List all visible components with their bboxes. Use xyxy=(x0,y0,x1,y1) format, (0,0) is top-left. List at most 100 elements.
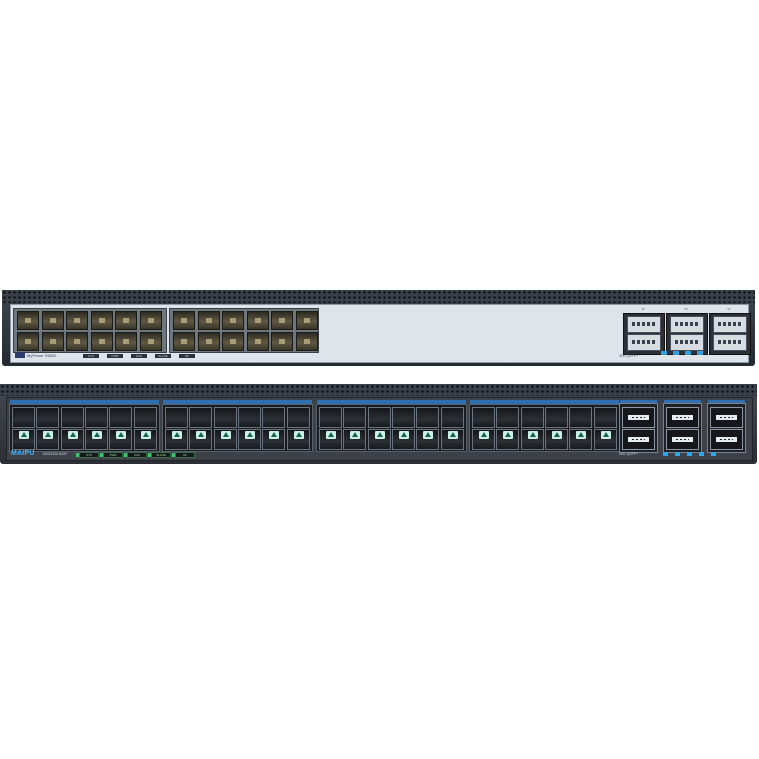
port-number-strip xyxy=(317,400,466,404)
sfp-port[interactable] xyxy=(197,331,220,351)
qsfp-port[interactable] xyxy=(666,313,708,355)
sfp-port[interactable] xyxy=(109,407,133,428)
sfp-port[interactable] xyxy=(569,407,593,428)
sfp-port[interactable] xyxy=(90,331,113,351)
sfp-port[interactable] xyxy=(593,428,617,450)
sfp-port[interactable] xyxy=(440,407,464,428)
sfp-port[interactable] xyxy=(496,428,520,450)
sfp-port[interactable] xyxy=(115,311,137,330)
qsfp-cage[interactable] xyxy=(710,429,743,450)
sfp-port[interactable] xyxy=(237,407,261,428)
sfp-port[interactable] xyxy=(139,311,162,330)
sfp-port[interactable] xyxy=(189,407,213,428)
port-arrow-icon xyxy=(91,430,102,439)
vent-grill xyxy=(0,384,757,396)
sfp-port[interactable] xyxy=(472,428,495,450)
sfp-port[interactable] xyxy=(213,407,237,428)
sfp-port[interactable] xyxy=(496,407,520,428)
qsfp-port[interactable] xyxy=(619,400,658,453)
sfp-port[interactable] xyxy=(262,407,286,428)
sfp-port[interactable] xyxy=(197,311,220,330)
sfp-port[interactable] xyxy=(189,428,213,450)
model-label: NSS3330-54XF xyxy=(43,452,68,456)
sfp-port[interactable] xyxy=(295,331,318,351)
sfp-port[interactable] xyxy=(544,407,568,428)
sfp-port[interactable] xyxy=(391,407,415,428)
qsfp-cage[interactable] xyxy=(670,316,704,333)
sfp-port[interactable] xyxy=(90,311,113,330)
qsfp-port[interactable] xyxy=(709,313,751,355)
sfp-port[interactable] xyxy=(41,311,64,330)
sfp-port[interactable] xyxy=(133,407,157,428)
sfp-port[interactable] xyxy=(343,407,367,428)
sfp-port[interactable] xyxy=(12,428,35,450)
sfp-port[interactable] xyxy=(391,428,415,450)
sfp-port[interactable] xyxy=(84,428,108,450)
sfp-port[interactable] xyxy=(60,407,84,428)
sfp-port[interactable] xyxy=(165,428,188,450)
sfp-port[interactable] xyxy=(262,428,286,450)
sfp-port[interactable] xyxy=(66,311,88,330)
sfp-port[interactable] xyxy=(12,407,35,428)
sfp-port[interactable] xyxy=(84,407,108,428)
sfp-port[interactable] xyxy=(416,428,440,450)
sfp-port[interactable] xyxy=(440,428,464,450)
sfp-port[interactable] xyxy=(36,407,60,428)
qsfp-cage[interactable] xyxy=(666,407,699,428)
port-arrow-icon xyxy=(269,430,280,439)
qsfp-cage[interactable] xyxy=(622,429,655,450)
port-arrow-icon xyxy=(398,430,409,439)
qsfp-port[interactable] xyxy=(707,400,746,453)
sfp-port[interactable] xyxy=(319,407,342,428)
sfp-port[interactable] xyxy=(593,407,617,428)
sfp-port[interactable] xyxy=(569,428,593,450)
sfp-port[interactable] xyxy=(60,428,84,450)
sfp-port[interactable] xyxy=(17,311,39,330)
sfp-port[interactable] xyxy=(173,331,195,351)
port-arrow-icon xyxy=(67,430,78,439)
brand-logo: MAIPU xyxy=(11,450,35,457)
qsfp-cage[interactable] xyxy=(713,334,747,351)
sfp-port[interactable] xyxy=(173,311,195,330)
sfp-port[interactable] xyxy=(271,331,293,351)
sfp-port[interactable] xyxy=(319,428,342,450)
qsfp-cage[interactable] xyxy=(666,429,699,450)
sfp-port[interactable] xyxy=(133,428,157,450)
sfp-port[interactable] xyxy=(544,428,568,450)
qsfp-cage[interactable] xyxy=(622,407,655,428)
sfp-port[interactable] xyxy=(286,428,310,450)
sfp-port[interactable] xyxy=(286,407,310,428)
sfp-port[interactable] xyxy=(520,407,544,428)
sfp-port[interactable] xyxy=(17,331,39,351)
qsfp-cage[interactable] xyxy=(627,316,661,333)
qsfp-cage[interactable] xyxy=(670,334,704,351)
sfp-port[interactable] xyxy=(246,331,269,351)
qsfp-cage[interactable] xyxy=(627,334,661,351)
sfp-port[interactable] xyxy=(213,428,237,450)
sfp-port[interactable] xyxy=(246,311,269,330)
sfp-port[interactable] xyxy=(109,428,133,450)
sfp-port[interactable] xyxy=(343,428,367,450)
sfp-port[interactable] xyxy=(222,331,244,351)
qsfp-port[interactable] xyxy=(663,400,702,453)
qsfp-cage[interactable] xyxy=(713,316,747,333)
sfp-port[interactable] xyxy=(271,311,293,330)
qsfp-port[interactable] xyxy=(623,313,665,355)
sfp-port[interactable] xyxy=(115,331,137,351)
port-arrow-icon xyxy=(326,430,336,439)
sfp-port[interactable] xyxy=(237,428,261,450)
qsfp-cage[interactable] xyxy=(710,407,743,428)
sfp-port[interactable] xyxy=(165,407,188,428)
sfp-port[interactable] xyxy=(41,331,64,351)
sfp-port[interactable] xyxy=(295,311,318,330)
sfp-port[interactable] xyxy=(472,407,495,428)
sfp-port[interactable] xyxy=(66,331,88,351)
sfp-port[interactable] xyxy=(36,428,60,450)
sfp-port[interactable] xyxy=(139,331,162,351)
sfp-port[interactable] xyxy=(367,407,391,428)
sfp-port[interactable] xyxy=(520,428,544,450)
sfp-port[interactable] xyxy=(416,407,440,428)
sfp-port[interactable] xyxy=(222,311,244,330)
port-arrow-icon xyxy=(220,430,231,439)
sfp-port[interactable] xyxy=(367,428,391,450)
